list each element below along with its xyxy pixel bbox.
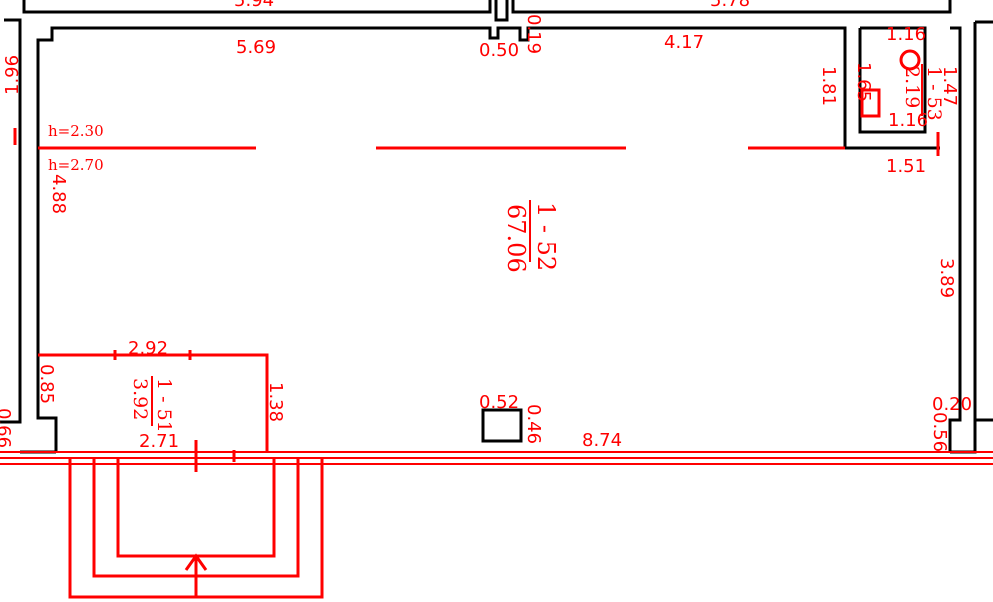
dim-2-92: 2.92 bbox=[128, 338, 168, 359]
dim-1-51: 1.51 bbox=[886, 156, 926, 177]
dim-top-left-cut: 5.94 bbox=[234, 0, 274, 11]
dim-top-right-cut: 5.78 bbox=[710, 0, 750, 11]
room-small-right-area: 2.19 bbox=[901, 66, 923, 108]
dim-1-47: 1.47 bbox=[939, 66, 960, 106]
dim-0-19: 0.19 bbox=[523, 14, 544, 54]
walls bbox=[0, 0, 993, 454]
dim-1-38: 1.38 bbox=[265, 382, 286, 422]
dim-0-20: 0.20 bbox=[932, 394, 972, 415]
room-main-label: 1 - 52 67.06 bbox=[502, 200, 560, 273]
room-main-id: 1 - 52 bbox=[532, 202, 560, 271]
room-small-right-label: 1 - 53 2.19 bbox=[901, 64, 945, 121]
ceiling-height-upper: h=2.30 bbox=[48, 122, 104, 140]
room-small-left-area: 3.92 bbox=[129, 378, 151, 420]
dim-0-85: 0.85 bbox=[36, 364, 57, 404]
dimensions: 5.94 5.78 5.69 0.50 0.19 4.17 1.96 1.16 … bbox=[0, 0, 972, 452]
dim-1-16-bottom: 1.16 bbox=[888, 110, 928, 131]
dim-4-17: 4.17 bbox=[664, 32, 704, 53]
dim-1-81: 1.81 bbox=[818, 66, 839, 106]
dim-3-89: 3.89 bbox=[936, 258, 957, 298]
annotation-lines bbox=[0, 49, 993, 599]
dim-4-88: 4.88 bbox=[48, 174, 69, 214]
dim-0-52: 0.52 bbox=[479, 392, 519, 413]
room-main-area: 67.06 bbox=[502, 204, 530, 273]
dim-5-69: 5.69 bbox=[236, 37, 276, 58]
dim-0-66: 0.66 bbox=[0, 408, 14, 448]
room-small-left-label: 1 - 51 3.92 bbox=[129, 376, 175, 433]
dim-8-74: 8.74 bbox=[582, 430, 622, 451]
ceiling-height-lower: h=2.70 bbox=[48, 156, 104, 174]
dim-1-96: 1.96 bbox=[2, 55, 23, 95]
room-small-right-id: 1 - 53 bbox=[923, 66, 945, 121]
dim-0-50: 0.50 bbox=[479, 40, 519, 61]
dim-2-71: 2.71 bbox=[139, 431, 179, 452]
dim-0-56: 0.56 bbox=[929, 412, 950, 452]
room-small-left-id: 1 - 51 bbox=[153, 378, 175, 433]
dim-1-16-top: 1.16 bbox=[886, 24, 926, 45]
dim-1-65: 1.65 bbox=[853, 62, 874, 102]
dim-0-46: 0.46 bbox=[523, 404, 544, 444]
